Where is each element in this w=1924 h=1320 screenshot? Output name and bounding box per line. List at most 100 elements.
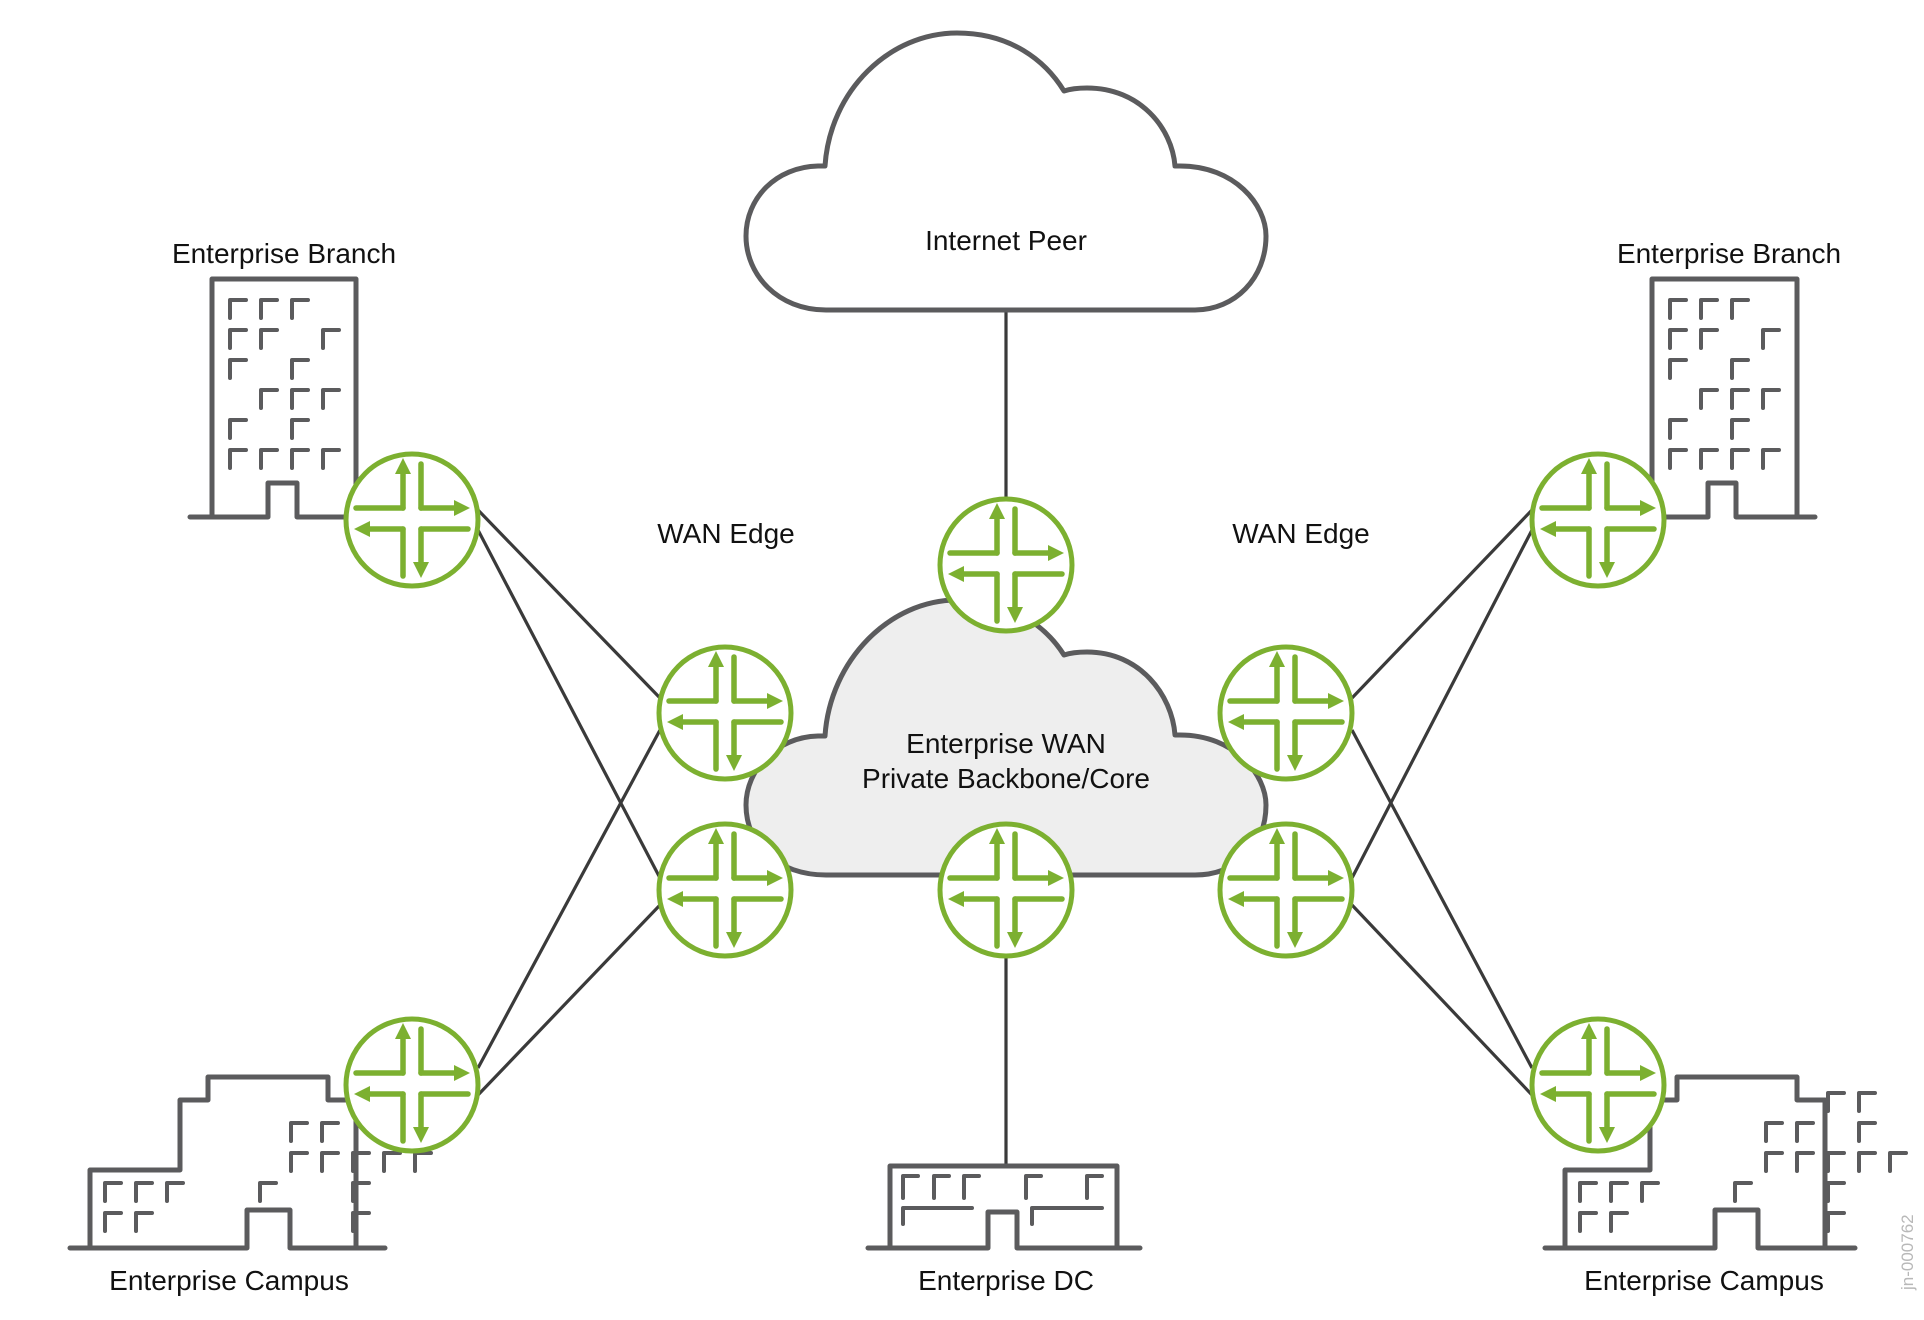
window-mark	[1730, 298, 1750, 320]
branch-left-building[interactable]	[187, 276, 359, 520]
window-mark	[1730, 448, 1750, 470]
window-mark	[1826, 1151, 1846, 1173]
window-mark	[134, 1181, 154, 1203]
window-mark	[1668, 298, 1688, 320]
link-campus-right-to-wan-right-bottom	[1350, 903, 1534, 1097]
core-cloud-label-line1: Enterprise WAN	[906, 728, 1106, 759]
window-mark	[290, 388, 310, 410]
office-tower-icon	[1649, 276, 1818, 520]
window-mark	[1699, 388, 1719, 410]
link-campus-right-to-wan-right-top	[1350, 729, 1534, 1069]
window-mark	[321, 448, 341, 470]
campus-right-building[interactable]	[1542, 1074, 1908, 1251]
window-mark	[290, 448, 310, 470]
core-cloud[interactable]: Enterprise WAN Private Backbone/Core	[743, 597, 1269, 878]
window-mark	[1730, 388, 1750, 410]
router-icon-campus-left[interactable]	[346, 1019, 478, 1151]
window-mark	[1857, 1151, 1877, 1173]
router-icon-wan-edge-left-top[interactable]	[659, 647, 791, 779]
window-mark	[289, 1121, 309, 1143]
window-mark	[1795, 1151, 1815, 1173]
window-mark	[1733, 1181, 1753, 1203]
link-branch-left-to-wan-left-bottom	[476, 529, 662, 879]
window-mark	[259, 328, 279, 350]
branch-right-building[interactable]	[1649, 276, 1818, 520]
branch-right-label: Enterprise Branch	[1617, 238, 1841, 269]
window-mark	[1826, 1091, 1846, 1113]
data-center-icon	[865, 1163, 1143, 1251]
window-mark	[1761, 448, 1781, 470]
link-branch-right-to-wan-right-top	[1350, 508, 1534, 700]
window-mark	[1668, 418, 1688, 440]
router-icon-campus-right[interactable]	[1532, 1019, 1664, 1151]
window-mark	[351, 1151, 371, 1173]
router-icon-dc[interactable]	[940, 824, 1072, 956]
wan-edge-right-label: WAN Edge	[1232, 518, 1369, 549]
window-mark	[1699, 298, 1719, 320]
window-mark	[103, 1181, 123, 1203]
core-cloud-label-line2: Private Backbone/Core	[862, 763, 1150, 794]
campus-building-icon	[1542, 1074, 1908, 1251]
dc-label: Enterprise DC	[918, 1265, 1094, 1296]
document-id: jn-000762	[1898, 1214, 1917, 1291]
link-branch-right-to-wan-right-bottom	[1350, 529, 1534, 879]
window-mark	[290, 418, 310, 440]
window-mark	[1730, 418, 1750, 440]
window-mark	[1761, 328, 1781, 350]
window-mark	[321, 328, 341, 350]
window-mark	[1826, 1181, 1846, 1203]
window-mark	[258, 1181, 278, 1203]
internet-cloud-shape	[743, 30, 1269, 313]
window-mark	[1699, 328, 1719, 350]
window-mark	[351, 1181, 371, 1203]
window-mark	[1668, 358, 1688, 380]
window-mark	[290, 358, 310, 380]
window-mark	[320, 1151, 340, 1173]
campus-right-label: Enterprise Campus	[1584, 1265, 1824, 1296]
router-icon-wan-edge-right-top[interactable]	[1220, 647, 1352, 779]
router-icon-branch-right[interactable]	[1532, 454, 1664, 586]
window-mark	[1761, 388, 1781, 410]
branch-left-label: Enterprise Branch	[172, 238, 396, 269]
router-icon-wan-edge-left-bottom[interactable]	[659, 824, 791, 956]
window-mark	[1668, 448, 1688, 470]
window-mark	[228, 358, 248, 380]
internet-cloud-label: Internet Peer	[925, 225, 1087, 256]
window-mark	[1730, 358, 1750, 380]
window-mark	[351, 1211, 371, 1233]
window-mark	[1668, 328, 1688, 350]
window-mark	[290, 298, 310, 320]
window-mark	[259, 448, 279, 470]
window-mark	[103, 1211, 123, 1233]
window-mark	[259, 298, 279, 320]
router-icon-wan-edge-right-bottom[interactable]	[1220, 824, 1352, 956]
window-mark	[165, 1181, 185, 1203]
window-mark	[228, 448, 248, 470]
dc-building[interactable]	[865, 1163, 1143, 1251]
window-mark	[1857, 1121, 1877, 1143]
link-branch-left-to-wan-left-top	[476, 508, 662, 700]
link-campus-left-to-wan-left-top	[476, 729, 662, 1069]
window-mark	[1578, 1181, 1598, 1203]
window-mark	[1764, 1121, 1784, 1143]
window-mark	[289, 1151, 309, 1173]
window-mark	[228, 328, 248, 350]
window-mark	[1795, 1121, 1815, 1143]
window-mark	[1857, 1091, 1877, 1113]
campus-left-label: Enterprise Campus	[109, 1265, 349, 1296]
links	[476, 310, 1534, 1164]
window-mark	[321, 388, 341, 410]
office-tower-icon	[187, 276, 359, 520]
window-mark	[1609, 1181, 1629, 1203]
window-mark	[1640, 1181, 1660, 1203]
router-icon-internet[interactable]	[940, 499, 1072, 631]
window-mark	[1699, 448, 1719, 470]
window-mark	[1826, 1211, 1846, 1233]
window-mark	[413, 1151, 433, 1173]
router-icon-branch-left[interactable]	[346, 454, 478, 586]
internet-cloud[interactable]: Internet Peer	[743, 30, 1269, 313]
window-mark	[1764, 1151, 1784, 1173]
link-campus-left-to-wan-left-bottom	[476, 903, 662, 1097]
window-mark	[320, 1121, 340, 1143]
